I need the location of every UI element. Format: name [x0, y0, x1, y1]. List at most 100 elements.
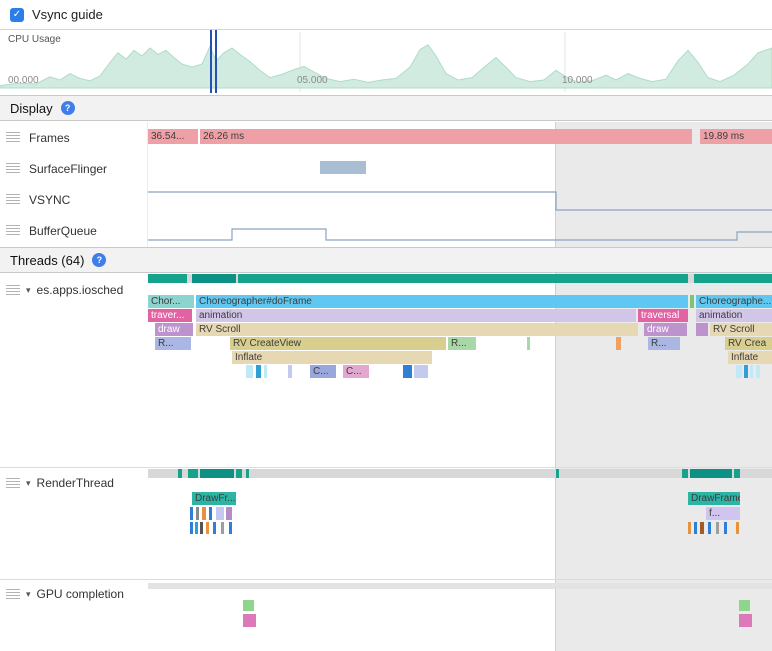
thread-name: es.apps.iosched [36, 283, 124, 297]
trace-span[interactable] [264, 365, 267, 378]
trace-span[interactable]: animation [696, 309, 772, 322]
vsync-guide-checkbox[interactable] [10, 7, 24, 22]
display-track-labels: Frames SurfaceFlinger VSYNC BufferQueue [0, 122, 148, 247]
trace-span[interactable] [216, 507, 224, 520]
thread-state-segment[interactable] [690, 469, 732, 478]
trace-span[interactable] [527, 337, 530, 350]
trace-span[interactable]: RV Scroll [196, 323, 638, 336]
trace-span[interactable]: draw [155, 323, 193, 336]
trace-span[interactable]: draw [644, 323, 687, 336]
thread-state-segment[interactable] [246, 469, 249, 478]
trace-span[interactable] [403, 365, 412, 378]
thread-state-segment[interactable] [682, 469, 688, 478]
trace-span[interactable]: R... [155, 337, 191, 350]
trace-span[interactable] [756, 365, 760, 378]
frames-bar[interactable]: 26.26 ms [200, 129, 692, 144]
frames-bar[interactable]: 19.89 ms [700, 129, 772, 144]
trace-span[interactable] [616, 337, 621, 350]
help-icon[interactable] [60, 101, 75, 115]
trace-span[interactable]: DrawFr... [192, 492, 236, 505]
gpu-buffer[interactable] [243, 614, 256, 627]
trace-span[interactable]: RV Scroll [710, 323, 772, 336]
trace-span[interactable] [696, 323, 708, 336]
trace-span[interactable]: animation [196, 309, 636, 322]
trace-span[interactable] [196, 507, 199, 520]
trace-span[interactable] [221, 522, 224, 534]
gpu-buffer[interactable] [739, 614, 752, 627]
collapse-triangle-icon[interactable] [26, 589, 31, 600]
drag-handle-icon[interactable] [6, 225, 20, 236]
thread-row-es-apps-iosched[interactable]: es.apps.iosched [0, 283, 123, 297]
trace-span[interactable] [190, 522, 193, 534]
collapse-triangle-icon[interactable] [26, 285, 31, 296]
trace-span[interactable] [700, 522, 704, 534]
trace-span[interactable]: C... [310, 365, 336, 378]
trace-span[interactable]: DrawFrame [688, 492, 740, 505]
trace-span[interactable]: f... [706, 507, 740, 520]
trace-span[interactable] [288, 365, 292, 378]
trace-span[interactable] [694, 522, 697, 534]
thread-name: RenderThread [36, 476, 114, 490]
trace-span[interactable] [200, 522, 203, 534]
trace-span[interactable] [229, 522, 232, 534]
cpu-usage-label: CPU Usage [8, 34, 61, 45]
trace-span[interactable] [708, 522, 711, 534]
trace-span[interactable] [724, 522, 727, 534]
trace-span[interactable]: Inflate [728, 351, 772, 364]
trace-span[interactable] [226, 507, 232, 520]
gpu-buffer[interactable] [243, 600, 254, 611]
trace-span[interactable] [246, 365, 253, 378]
trace-span[interactable] [688, 522, 691, 534]
trace-span[interactable] [190, 507, 193, 520]
drag-handle-icon[interactable] [6, 284, 20, 296]
trace-span[interactable]: traversal [638, 309, 688, 322]
trace-span[interactable]: traver... [148, 309, 192, 322]
thread-state-segment[interactable] [192, 274, 236, 283]
trace-span[interactable] [202, 507, 206, 520]
trace-span[interactable]: RV Crea [725, 337, 772, 350]
thread-row-gpu-completion[interactable]: GPU completion [0, 587, 124, 601]
thread-state-segment[interactable] [556, 469, 559, 478]
frames-bar[interactable]: 36.54... [148, 129, 198, 144]
track-row-surfaceflinger: SurfaceFlinger [0, 153, 147, 184]
trace-span[interactable] [195, 522, 198, 534]
trace-span[interactable] [213, 522, 216, 534]
drag-handle-icon[interactable] [6, 163, 20, 174]
thread-state-segment[interactable] [200, 469, 234, 478]
thread-state-segment[interactable] [694, 274, 772, 283]
trace-span[interactable] [716, 522, 719, 534]
trace-span[interactable]: Inflate [232, 351, 432, 364]
trace-span[interactable] [206, 522, 209, 534]
trace-span[interactable] [690, 295, 694, 308]
trace-span[interactable]: R... [448, 337, 476, 350]
trace-span[interactable]: R... [648, 337, 680, 350]
drag-handle-icon[interactable] [6, 132, 20, 143]
trace-span[interactable] [209, 507, 212, 520]
trace-span[interactable] [256, 365, 261, 378]
trace-span[interactable] [414, 365, 428, 378]
drag-handle-icon[interactable] [6, 588, 20, 600]
gpu-buffer[interactable] [739, 600, 750, 611]
thread-state-segment[interactable] [148, 274, 187, 283]
trace-span[interactable] [750, 365, 753, 378]
trace-span[interactable] [744, 365, 748, 378]
trace-span[interactable]: Choreographer#doFrame [196, 295, 688, 308]
thread-state-segment[interactable] [734, 469, 740, 478]
trace-span[interactable]: C... [343, 365, 369, 378]
collapse-triangle-icon[interactable] [26, 478, 31, 489]
trace-span[interactable] [736, 365, 742, 378]
thread-state-segment[interactable] [236, 469, 242, 478]
thread-state-segment[interactable] [178, 469, 182, 478]
trace-span[interactable]: Chor... [148, 295, 194, 308]
drag-handle-icon[interactable] [6, 194, 20, 205]
thread-row-renderthread[interactable]: RenderThread [0, 476, 114, 490]
help-icon[interactable] [92, 253, 107, 267]
trace-span[interactable]: Choreographe... [696, 295, 772, 308]
trace-span[interactable] [736, 522, 739, 534]
thread-state-segment[interactable] [238, 274, 688, 283]
drag-handle-icon[interactable] [6, 477, 20, 489]
surfaceflinger-bar[interactable] [320, 161, 366, 174]
trace-span[interactable]: RV CreateView [230, 337, 446, 350]
thread-state-segment[interactable] [188, 469, 198, 478]
